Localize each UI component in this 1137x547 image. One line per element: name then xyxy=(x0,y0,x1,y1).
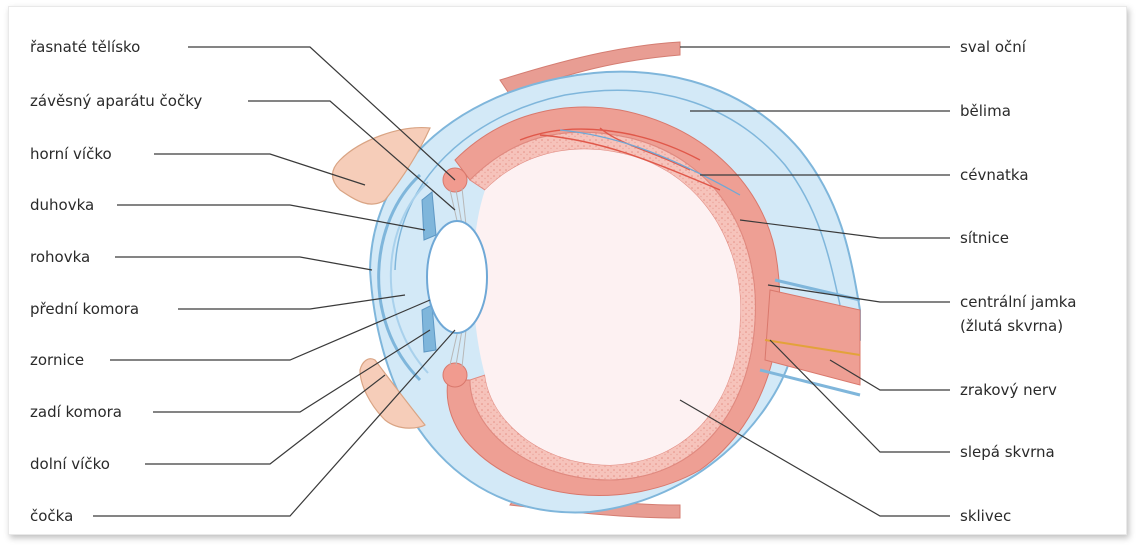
label-blind-spot: slepá skvrna xyxy=(960,443,1055,461)
label-vitreous: sklivec xyxy=(960,507,1011,525)
label-lens: čočka xyxy=(30,507,73,525)
leader-line xyxy=(178,295,405,309)
label-eye-muscle: sval oční xyxy=(960,38,1027,56)
label-cornea: rohovka xyxy=(30,248,90,266)
label-choroid: cévnatka xyxy=(960,166,1029,184)
label-pupil: zornice xyxy=(30,351,84,369)
label-fovea-note: (žlutá skvrna) xyxy=(960,317,1063,335)
label-fovea: centrální jamka xyxy=(960,293,1076,311)
lens xyxy=(427,221,487,333)
label-retina: sítnice xyxy=(960,229,1009,247)
label-ciliary-body: řasnaté tělísko xyxy=(30,38,140,56)
label-upper-eyelid: horní víčko xyxy=(30,145,112,163)
label-zonules: závěsný aparátu čočky xyxy=(30,92,202,110)
leader-line xyxy=(115,257,372,270)
leader-line xyxy=(145,375,385,464)
label-lower-eyelid: dolní víčko xyxy=(30,455,110,473)
ciliary-body-bottom xyxy=(443,363,467,387)
label-anterior-chamber: přední komora xyxy=(30,300,139,318)
label-optic-nerve: zrakový nerv xyxy=(960,381,1057,399)
label-sclera: bělima xyxy=(960,102,1011,120)
label-posterior-chamber: zadí komora xyxy=(30,403,122,421)
label-iris: duhovka xyxy=(30,196,94,214)
